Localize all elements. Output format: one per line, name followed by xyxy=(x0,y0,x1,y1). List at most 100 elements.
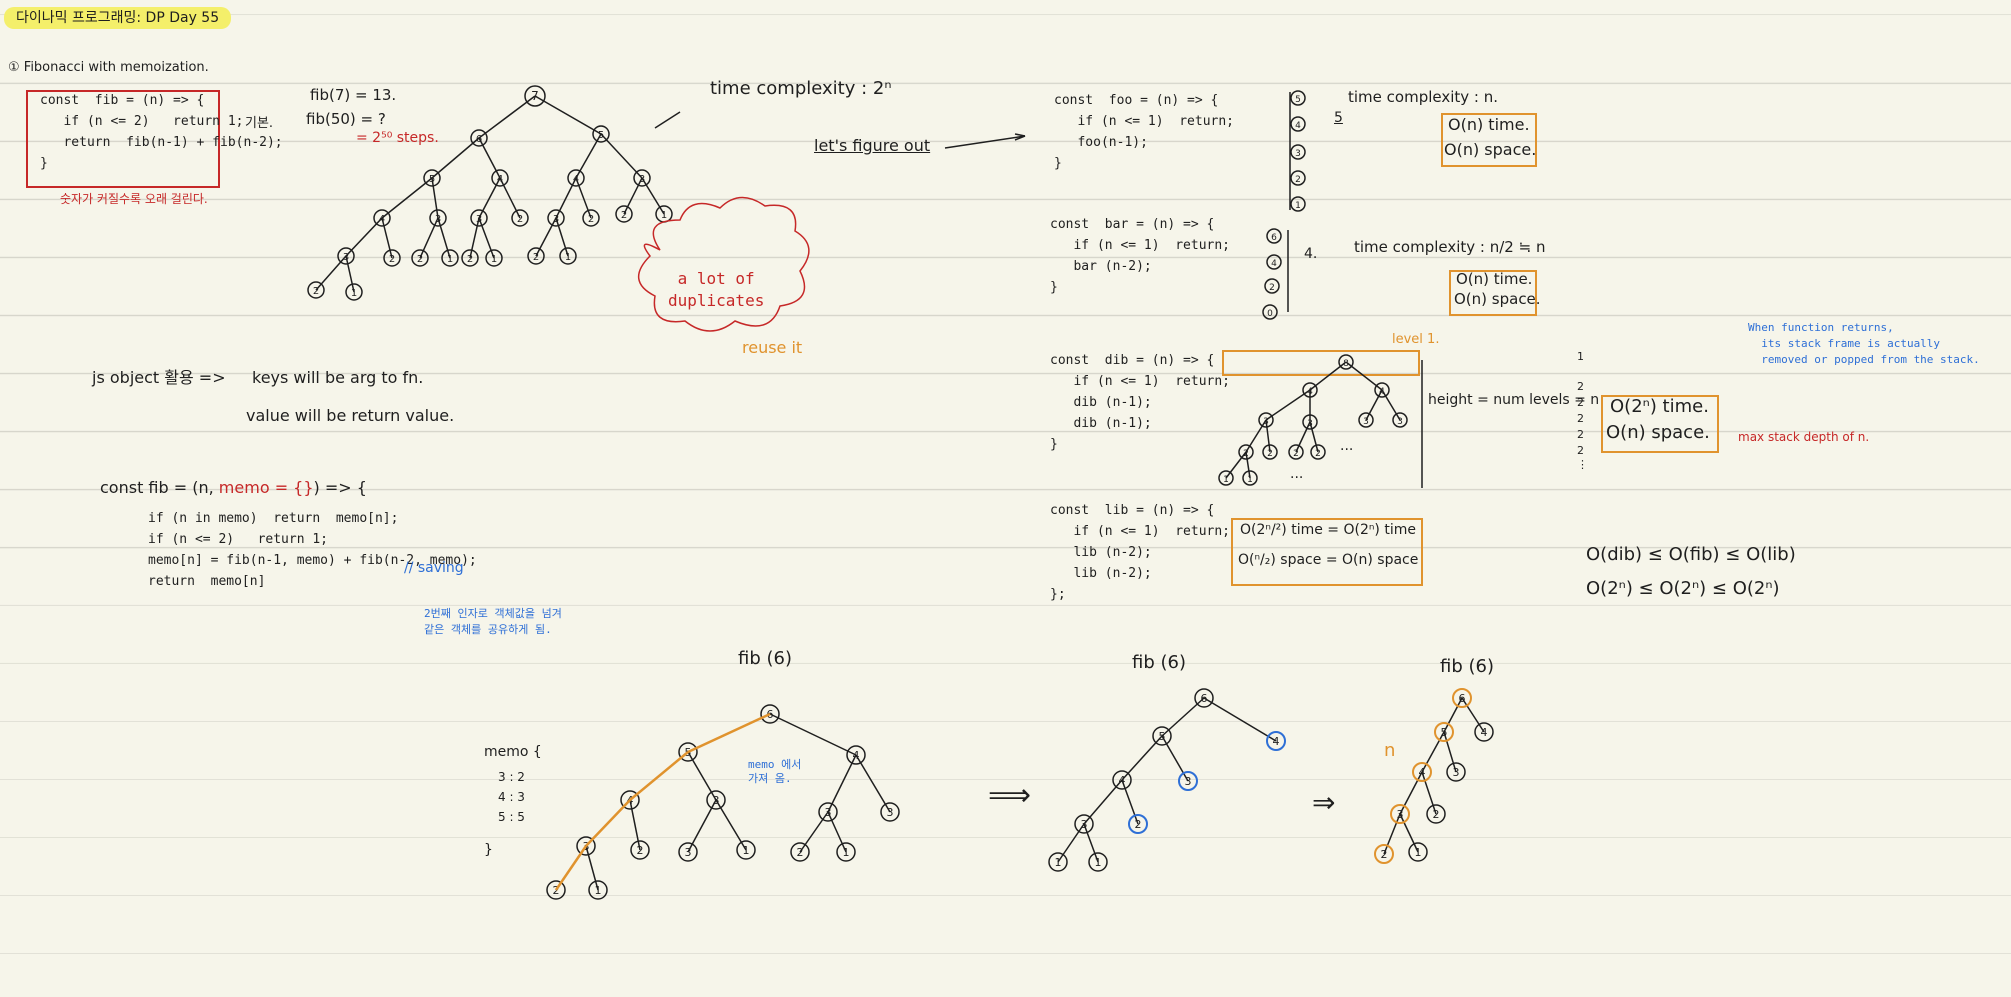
tree-node xyxy=(1338,354,1354,370)
tree-node xyxy=(485,249,503,267)
tree-node-label: 1 xyxy=(1415,846,1422,859)
tree-node xyxy=(429,209,447,227)
tree-node-label: 2 xyxy=(1243,449,1249,459)
tree-node-label: 3 xyxy=(1397,417,1403,427)
tree2-title: fib (6) xyxy=(1132,652,1186,673)
tree-node xyxy=(1310,444,1326,460)
tree-node-label: 3 xyxy=(887,806,894,819)
edge xyxy=(1225,451,1247,479)
tree-node-label: 3 xyxy=(435,214,441,225)
tree-node xyxy=(1238,444,1254,460)
tree-node xyxy=(511,209,529,227)
edge xyxy=(585,845,599,891)
edge xyxy=(1083,823,1099,863)
tree-node xyxy=(546,880,566,900)
tree-node-label: 4 xyxy=(1119,774,1126,787)
tree-node xyxy=(633,169,651,187)
bar-time: time complexity : n/2 ≒ n xyxy=(1354,238,1546,256)
edge xyxy=(1265,419,1271,453)
tree-node xyxy=(1218,470,1234,486)
tree-node xyxy=(1112,770,1132,790)
tree-node xyxy=(630,840,650,860)
edge xyxy=(1121,779,1139,825)
tree-node-label: 3 xyxy=(476,214,482,225)
tree-node xyxy=(1474,722,1494,742)
edge xyxy=(534,95,602,135)
tree-node xyxy=(441,249,459,267)
tree-node-label: 7 xyxy=(531,89,539,103)
tree-node xyxy=(588,880,608,900)
edge xyxy=(345,255,355,293)
tree-node xyxy=(524,85,546,107)
dib-dots: ... xyxy=(1290,466,1304,482)
bar-box-line: O(n) time. xyxy=(1456,270,1533,288)
tree-node xyxy=(760,704,780,724)
tree-node xyxy=(736,840,756,860)
tree-node-label: 2 xyxy=(533,252,539,263)
tree-node-label: 3 xyxy=(1295,149,1301,159)
memo-entry: 3 : 2 xyxy=(498,770,525,784)
tree-node-label: 4 xyxy=(379,214,385,225)
tree-node-label: 2 xyxy=(467,254,473,265)
complexity-compare: O(dib) ≤ O(fib) ≤ O(lib) xyxy=(1586,544,1796,565)
dib-level-count: 2 xyxy=(1577,412,1584,425)
dib-level-count: 1 xyxy=(1577,350,1584,363)
tree-node xyxy=(1128,814,1148,834)
edge xyxy=(431,137,480,179)
tree-node-label: 3 xyxy=(1397,808,1404,821)
edge xyxy=(769,713,857,756)
edge xyxy=(535,217,557,257)
js-object-lead: js object 활용 => xyxy=(92,368,226,387)
tree-node-label: 2 xyxy=(1293,449,1299,459)
tree-node-label: 4 xyxy=(853,749,860,762)
edge xyxy=(799,811,829,853)
edge xyxy=(623,177,643,215)
tree-node-label: 5 xyxy=(1295,95,1301,105)
tree-node-label: 3 xyxy=(639,174,645,185)
tree-node xyxy=(615,205,633,223)
tree1-title: fib (6) xyxy=(738,648,792,669)
edge xyxy=(554,845,588,891)
dib-box-line: O(2ⁿ) time. xyxy=(1610,396,1709,417)
bar-code: const bar = (n) => { if (n <= 1) return;… xyxy=(1050,217,1231,295)
tree-node-label: 3 xyxy=(1307,419,1313,429)
edge xyxy=(431,177,439,219)
tree-node-label: 1 xyxy=(565,252,571,263)
lets-figure-label: let's figure out xyxy=(814,136,931,155)
tree-node-label: 5 xyxy=(598,130,604,141)
complexity-compare: O(2ⁿ) ≤ O(2ⁿ) ≤ O(2ⁿ) xyxy=(1586,578,1780,599)
tree-node xyxy=(1290,170,1306,186)
tree-node xyxy=(1266,228,1282,244)
tree-node xyxy=(423,169,441,187)
tree-node xyxy=(1358,412,1374,428)
tree-node-label: 1 xyxy=(351,288,357,299)
tree-node-label: 2 xyxy=(1267,449,1273,459)
tree-node-label: 2 xyxy=(1315,449,1321,459)
cloud-shape xyxy=(638,196,810,332)
tree-node-label: 1 xyxy=(1055,856,1062,869)
tree-node xyxy=(373,209,391,227)
tree-node xyxy=(1434,722,1454,742)
tree-node-label: 2 xyxy=(1381,848,1388,861)
height-note: height = num levels = n xyxy=(1428,392,1600,408)
tree-node-label: 1 xyxy=(1247,475,1253,485)
edge xyxy=(1443,731,1457,773)
dib-level-count: 2 xyxy=(1577,428,1584,441)
foo-box-line: O(n) time. xyxy=(1448,115,1530,134)
tree-node xyxy=(1152,726,1172,746)
tree-node-label: 3 xyxy=(685,846,692,859)
tree-node xyxy=(1258,412,1274,428)
tree-node-label: 3 xyxy=(713,794,720,807)
tree-node-label: 6 xyxy=(476,134,482,145)
tree-node xyxy=(567,169,585,187)
edge xyxy=(478,217,495,259)
fib-code-box xyxy=(26,90,220,188)
blue-note: 2번째 인자로 객체값을 넘겨 같은 객체를 공유하게 됨. xyxy=(424,607,562,636)
tree-node xyxy=(678,842,698,862)
tree-node-label: 3 xyxy=(553,214,559,225)
tree-node xyxy=(559,247,577,265)
tree-node xyxy=(307,281,325,299)
tree-node-label: 1 xyxy=(661,210,667,221)
tree-node-label: 2 xyxy=(1135,818,1142,831)
fib50-label: fib(50) = ? xyxy=(306,110,386,128)
